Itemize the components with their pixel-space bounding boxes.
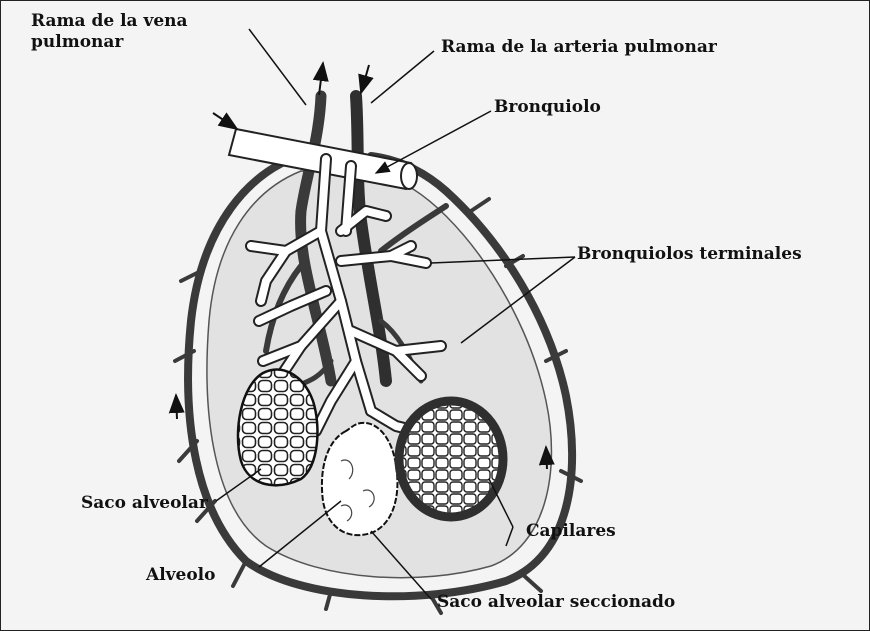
label-artery-branch: Rama de la arteria pulmonar — [441, 37, 717, 58]
alveolar-sac-left — [238, 370, 318, 486]
alveolar-sac-capillaries — [399, 401, 503, 517]
label-sectioned-alveolar-sac: Saco alveolar seccionado — [437, 592, 675, 613]
label-bronchiole: Bronquiolo — [494, 97, 601, 118]
label-terminal-bronchioles: Bronquiolos terminales — [577, 244, 802, 265]
label-vein-branch-line2: pulmonar — [31, 32, 188, 53]
label-vein-branch: Rama de la vena pulmonar — [31, 11, 188, 53]
label-alveolus: Alveolo — [146, 565, 215, 586]
label-capillaries: Capilares — [526, 521, 616, 542]
label-vein-branch-line1: Rama de la vena — [31, 11, 188, 32]
label-alveolar-sac: Saco alveolar — [81, 493, 208, 514]
